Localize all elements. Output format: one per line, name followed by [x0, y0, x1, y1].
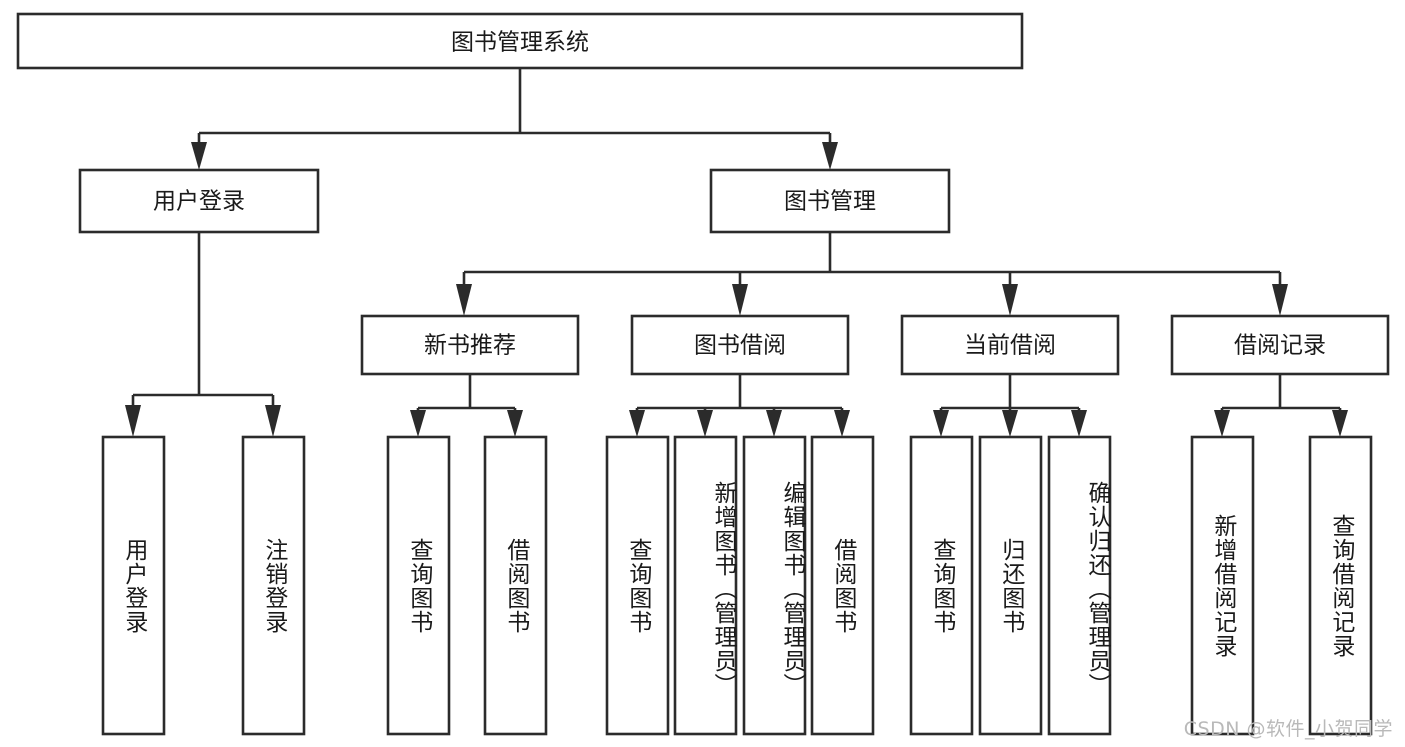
node-root-label: 图书管理系统 — [451, 30, 589, 56]
node-user-login-label: 用户登录 — [153, 189, 245, 215]
leaf-user-login-box[interactable] — [101, 435, 166, 736]
node-book-borrow-label: 图书借阅 — [694, 333, 786, 359]
arrow-to-leaf-user-logout — [265, 405, 281, 437]
leaf-query-record-box[interactable] — [1308, 435, 1373, 736]
arrow-to-leaf-confirm-return — [1071, 410, 1087, 437]
leaf-edit-book-box[interactable] — [742, 435, 807, 736]
arrow-to-new-book-rec — [456, 284, 472, 316]
arrow-to-book-borrow — [732, 284, 748, 316]
arrow-to-leaf-add-book — [697, 410, 713, 437]
leaf-query-book-1-box[interactable] — [386, 435, 451, 736]
arrow-to-book-manage — [822, 142, 838, 170]
node-root-box[interactable] — [16, 12, 1024, 70]
leaf-return-book-box[interactable] — [978, 435, 1043, 736]
arrow-to-borrow-record — [1272, 284, 1288, 316]
node-book-manage-box[interactable] — [709, 168, 951, 234]
leaf-confirm-return-box[interactable] — [1047, 435, 1112, 736]
arrow-to-leaf-add-record — [1214, 410, 1230, 437]
arrow-to-leaf-borrow-book-2 — [834, 410, 850, 437]
leaf-user-logout-box[interactable] — [241, 435, 306, 736]
edge-group-borrow-record-to-leaves — [1214, 374, 1348, 437]
edge-group-user-login-to-leaves — [125, 232, 281, 437]
arrow-to-leaf-return-book — [1002, 410, 1018, 437]
node-user-login-box[interactable] — [78, 168, 320, 234]
arrow-to-leaf-query-book-2 — [629, 410, 645, 437]
node-new-book-rec-box[interactable] — [360, 314, 580, 376]
node-current-borrow-box[interactable] — [900, 314, 1120, 376]
arrow-to-current-borrow — [1002, 284, 1018, 316]
edge-group-current-borrow-to-leaves — [933, 374, 1087, 437]
node-new-book-rec-label: 新书推荐 — [424, 333, 516, 359]
edge-group-root-to-level2 — [191, 68, 838, 170]
node-current-borrow-label: 当前借阅 — [964, 333, 1056, 359]
arrow-to-leaf-borrow-book-1 — [507, 410, 523, 437]
leaf-query-book-2-box[interactable] — [605, 435, 670, 736]
node-borrow-record-label: 借阅记录 — [1234, 333, 1326, 359]
arrow-to-leaf-query-book-3 — [933, 410, 949, 437]
arrow-to-leaf-edit-book — [766, 410, 782, 437]
edge-group-new-book-rec-to-leaves — [410, 374, 523, 437]
arrow-to-leaf-query-book-1 — [410, 410, 426, 437]
leaf-add-book-box[interactable] — [673, 435, 738, 736]
node-borrow-record-box[interactable] — [1170, 314, 1390, 376]
edge-group-book-manage-to-level3 — [456, 232, 1288, 316]
leaf-borrow-book-1-box[interactable] — [483, 435, 548, 736]
arrow-to-leaf-user-login — [125, 405, 141, 437]
edge-group-book-borrow-to-leaves — [629, 374, 850, 437]
node-book-manage-label: 图书管理 — [784, 189, 876, 215]
arrow-to-leaf-query-record — [1332, 410, 1348, 437]
node-book-borrow-box[interactable] — [630, 314, 850, 376]
arrow-to-user-login — [191, 142, 207, 170]
leaf-query-book-3-box[interactable] — [909, 435, 974, 736]
leaf-add-record-box[interactable] — [1190, 435, 1255, 736]
leaf-borrow-book-2-box[interactable] — [810, 435, 875, 736]
csdn-watermark: CSDN @软件_小贺同学 — [1183, 718, 1393, 740]
